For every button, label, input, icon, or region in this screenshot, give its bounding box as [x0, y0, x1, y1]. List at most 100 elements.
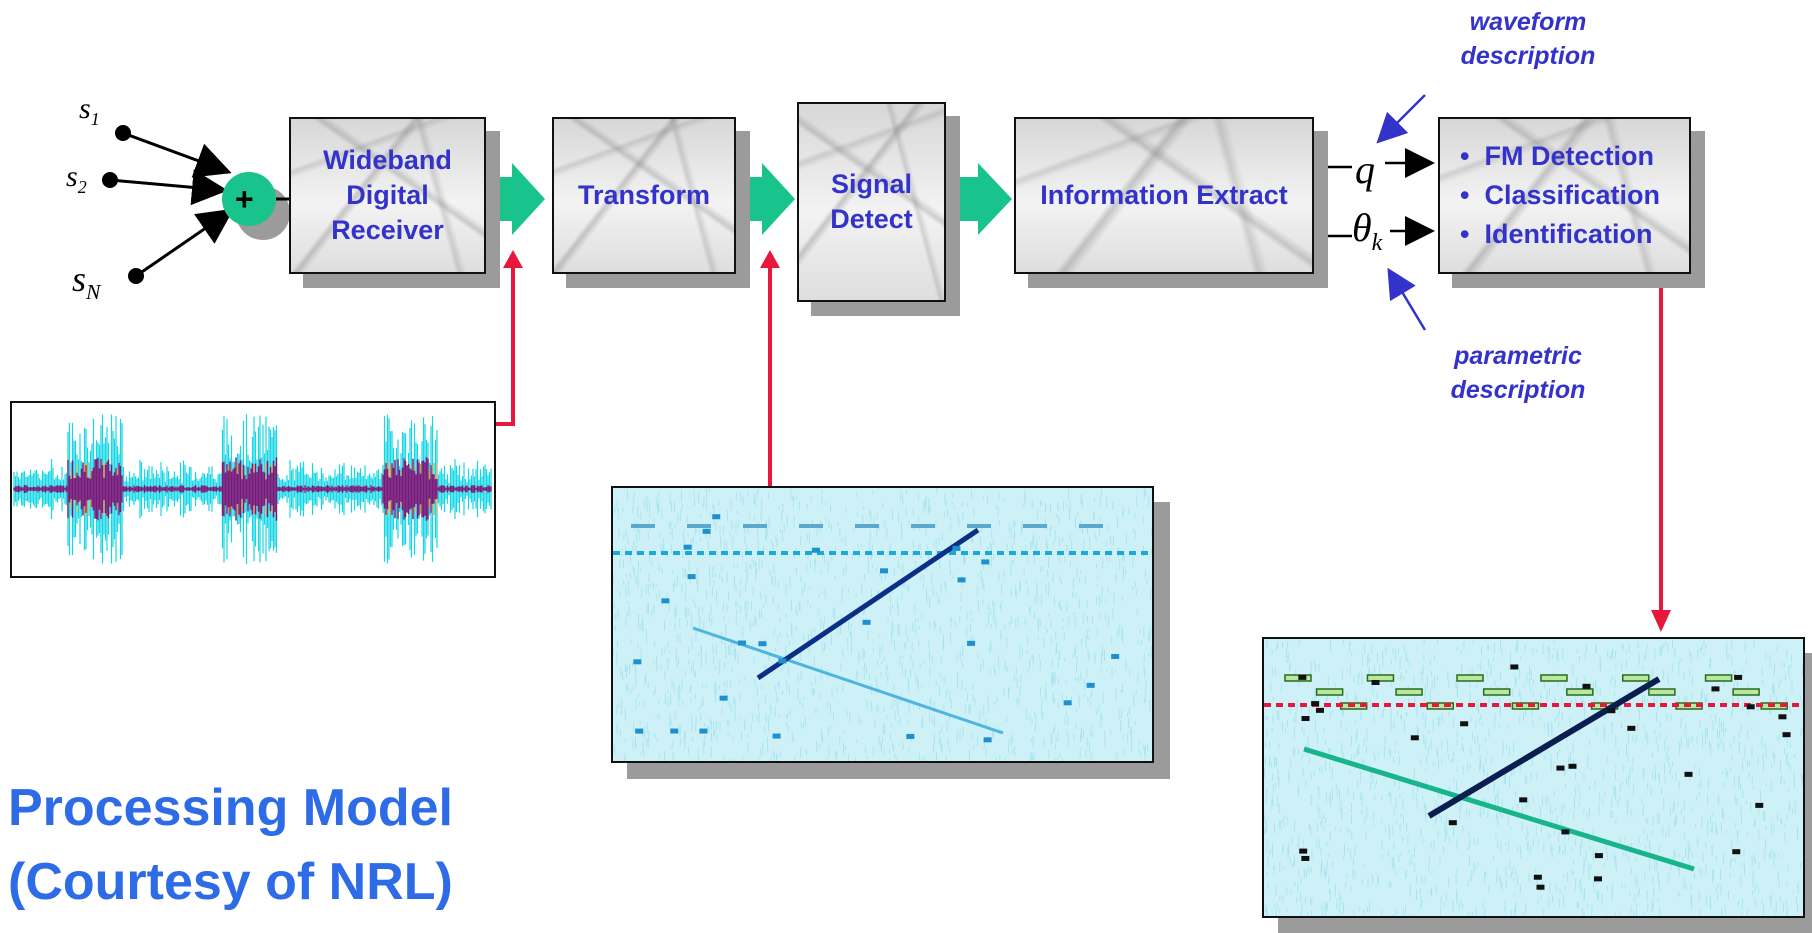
feature-mark: [1448, 820, 1457, 826]
stage-signal-detect: Signal Detect: [797, 102, 946, 302]
tone-dash: [1079, 524, 1103, 528]
feature-mark: [1315, 707, 1324, 713]
detection-box: [1566, 688, 1594, 696]
feature-mark: [1746, 704, 1755, 710]
feature-mark: [1519, 797, 1528, 803]
symbol-q: q: [1355, 147, 1375, 192]
detection-box: [1540, 674, 1568, 682]
tone-dash: [855, 524, 879, 528]
feature-mark: [1711, 686, 1720, 692]
transform-spectrogram-plot: [612, 488, 1153, 772]
stage-label: Transform: [577, 179, 711, 210]
noise-dot: [981, 559, 990, 565]
detected-chirp: [756, 527, 980, 681]
detection-box: [1426, 702, 1454, 710]
noise-dot: [699, 728, 708, 734]
crossing-chirp: [1303, 746, 1695, 872]
feature-mark: [1582, 683, 1591, 689]
feature-mark: [1782, 732, 1791, 738]
noise-texture: [612, 488, 1153, 772]
stage-outputs: FM Detection Classification Identificati…: [1438, 117, 1691, 274]
noise-dot: [1111, 653, 1120, 659]
tone-dash: [799, 524, 823, 528]
stage-label-line: Digital: [346, 179, 429, 210]
tone-dash: [911, 524, 935, 528]
tone-dash: [687, 524, 711, 528]
feature-mark: [1594, 853, 1603, 859]
signal-trace: [13, 457, 492, 521]
summer-node: [222, 172, 276, 226]
input-dot-s1: [115, 125, 131, 141]
block-arrow-1: [484, 163, 545, 235]
detection-box: [1704, 674, 1733, 682]
input-label-sn: sN: [72, 259, 101, 305]
symbol-theta-k: θk: [1352, 205, 1383, 256]
detected-chirp: [1427, 676, 1661, 819]
feature-mark: [1536, 884, 1545, 890]
noise-dot: [952, 545, 961, 551]
waveform-inset: [10, 401, 496, 578]
feature-mark: [1460, 721, 1469, 727]
pointer-arrows: [496, 265, 1663, 612]
waveform-plot: [13, 414, 492, 564]
feature-mark: [1732, 849, 1741, 855]
input-lines: [109, 131, 234, 278]
feature-mark: [1301, 855, 1310, 861]
output-item-classification: Classification: [1460, 178, 1660, 213]
detection-box: [1621, 674, 1650, 682]
feature-mark: [1568, 763, 1577, 769]
stage-label: Information Extract: [1040, 179, 1288, 210]
feature-mark: [1556, 765, 1565, 771]
noise-dot: [862, 619, 871, 625]
detection-spectrogram-inset: [1262, 637, 1805, 926]
caption-title: Processing Model: [8, 779, 453, 837]
feature-mark: [1371, 679, 1380, 685]
annotation-waveform-description: waveform description: [1460, 8, 1596, 70]
stage-wideband-digital-receiver: Wideband Digital Receiver: [289, 117, 486, 274]
noise-dot: [683, 544, 692, 550]
noise-dot: [957, 577, 966, 583]
stage-label-line: Signal: [830, 168, 912, 199]
noise-dot: [772, 733, 781, 739]
annotation-parametric-description: parametric description: [1450, 342, 1586, 404]
tone-dash: [967, 524, 991, 528]
block-arrow-3: [950, 163, 1012, 235]
outputs-list: FM Detection Classification Identificati…: [1460, 135, 1660, 256]
input-dot-s2: [102, 172, 118, 188]
feature-mark: [1410, 735, 1419, 741]
stage-transform: Transform: [552, 117, 736, 274]
feature-mark: [1301, 716, 1310, 722]
noise-dot: [635, 728, 644, 734]
stage-label-line: Receiver: [331, 215, 444, 246]
noise-dot: [967, 640, 976, 646]
feature-mark: [1684, 771, 1693, 777]
input-dot-sn: [128, 268, 144, 284]
feature-mark: [1607, 708, 1616, 714]
feature-mark: [1299, 848, 1308, 854]
input-label-s2: s2: [66, 160, 87, 197]
noise-dot: [719, 695, 728, 701]
feature-mark: [1311, 701, 1320, 707]
noise-dot: [1086, 682, 1095, 688]
block-arrows: [484, 163, 1012, 235]
noise-dot: [906, 733, 915, 739]
input-label-s1: s1: [79, 92, 100, 129]
feature-mark: [1533, 874, 1542, 880]
stage-label-line: Wideband: [323, 144, 452, 175]
output-item-fm-detection: FM Detection: [1460, 139, 1660, 174]
noise-dot: [661, 598, 670, 604]
tone-dash: [743, 524, 767, 528]
detection-box: [1482, 688, 1511, 696]
feature-mark: [1627, 725, 1636, 731]
detection-box: [1284, 674, 1312, 682]
detection-box: [1456, 674, 1484, 682]
feature-mark: [1734, 674, 1743, 680]
feature-mark: [1755, 802, 1764, 808]
noise-dot: [687, 574, 696, 580]
noise-dot: [702, 528, 711, 534]
feature-mark: [1594, 876, 1603, 882]
noise-dot: [811, 547, 820, 553]
detection-box: [1315, 688, 1344, 696]
